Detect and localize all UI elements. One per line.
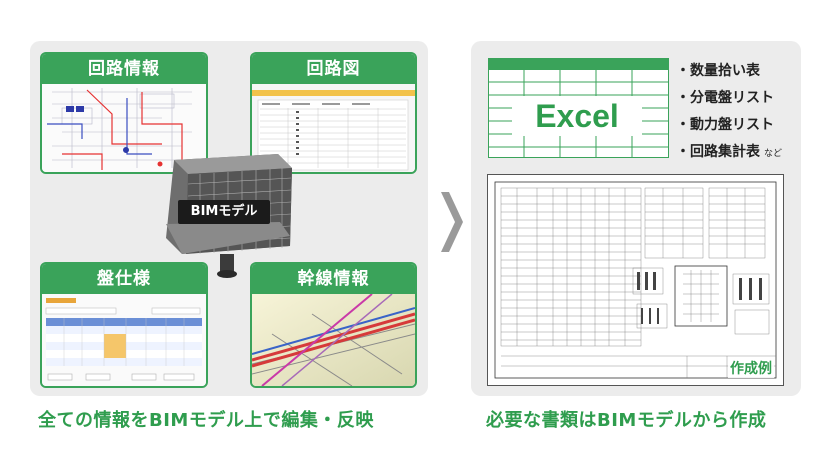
bim-model-label: BIMモデル — [178, 200, 270, 224]
chevron-right-icon — [441, 192, 463, 252]
example-sheet — [487, 174, 784, 386]
trunk-info-card: 幹線情報 — [250, 262, 417, 388]
panel-spec-form — [42, 294, 206, 386]
document-item: ・数量拾い表 — [676, 63, 760, 79]
circuit-info-drawing — [42, 84, 206, 172]
panel-spec-card: 盤仕様 — [40, 262, 208, 388]
trunk-info-title: 幹線情報 — [252, 264, 415, 294]
trunk-info-3d-view — [252, 293, 415, 386]
panel-spec-title: 盤仕様 — [42, 264, 206, 294]
document-item: ・分電盤リスト — [676, 90, 774, 106]
excel-label: Excel — [512, 96, 642, 136]
document-list: ・数量拾い表 ・分電盤リスト ・動力盤リスト ・回路集計表など — [676, 60, 782, 168]
circuit-diagram-title: 回路図 — [252, 54, 415, 84]
document-item: ・動力盤リスト — [676, 117, 774, 133]
circuit-info-title: 回路情報 — [42, 54, 206, 84]
circuit-diagram-window — [252, 84, 415, 172]
circuit-diagram-card: 回路図 — [250, 52, 417, 174]
documents-suffix: など — [764, 149, 783, 159]
right-caption: 必要な書類はBIMモデルから作成 — [486, 410, 767, 431]
circuit-info-card: 回路情報 — [40, 52, 208, 174]
example-label: 作成例 — [728, 358, 774, 378]
document-item: ・回路集計表など — [676, 144, 783, 160]
left-caption: 全ての情報をBIMモデル上で編集・反映 — [38, 410, 374, 431]
